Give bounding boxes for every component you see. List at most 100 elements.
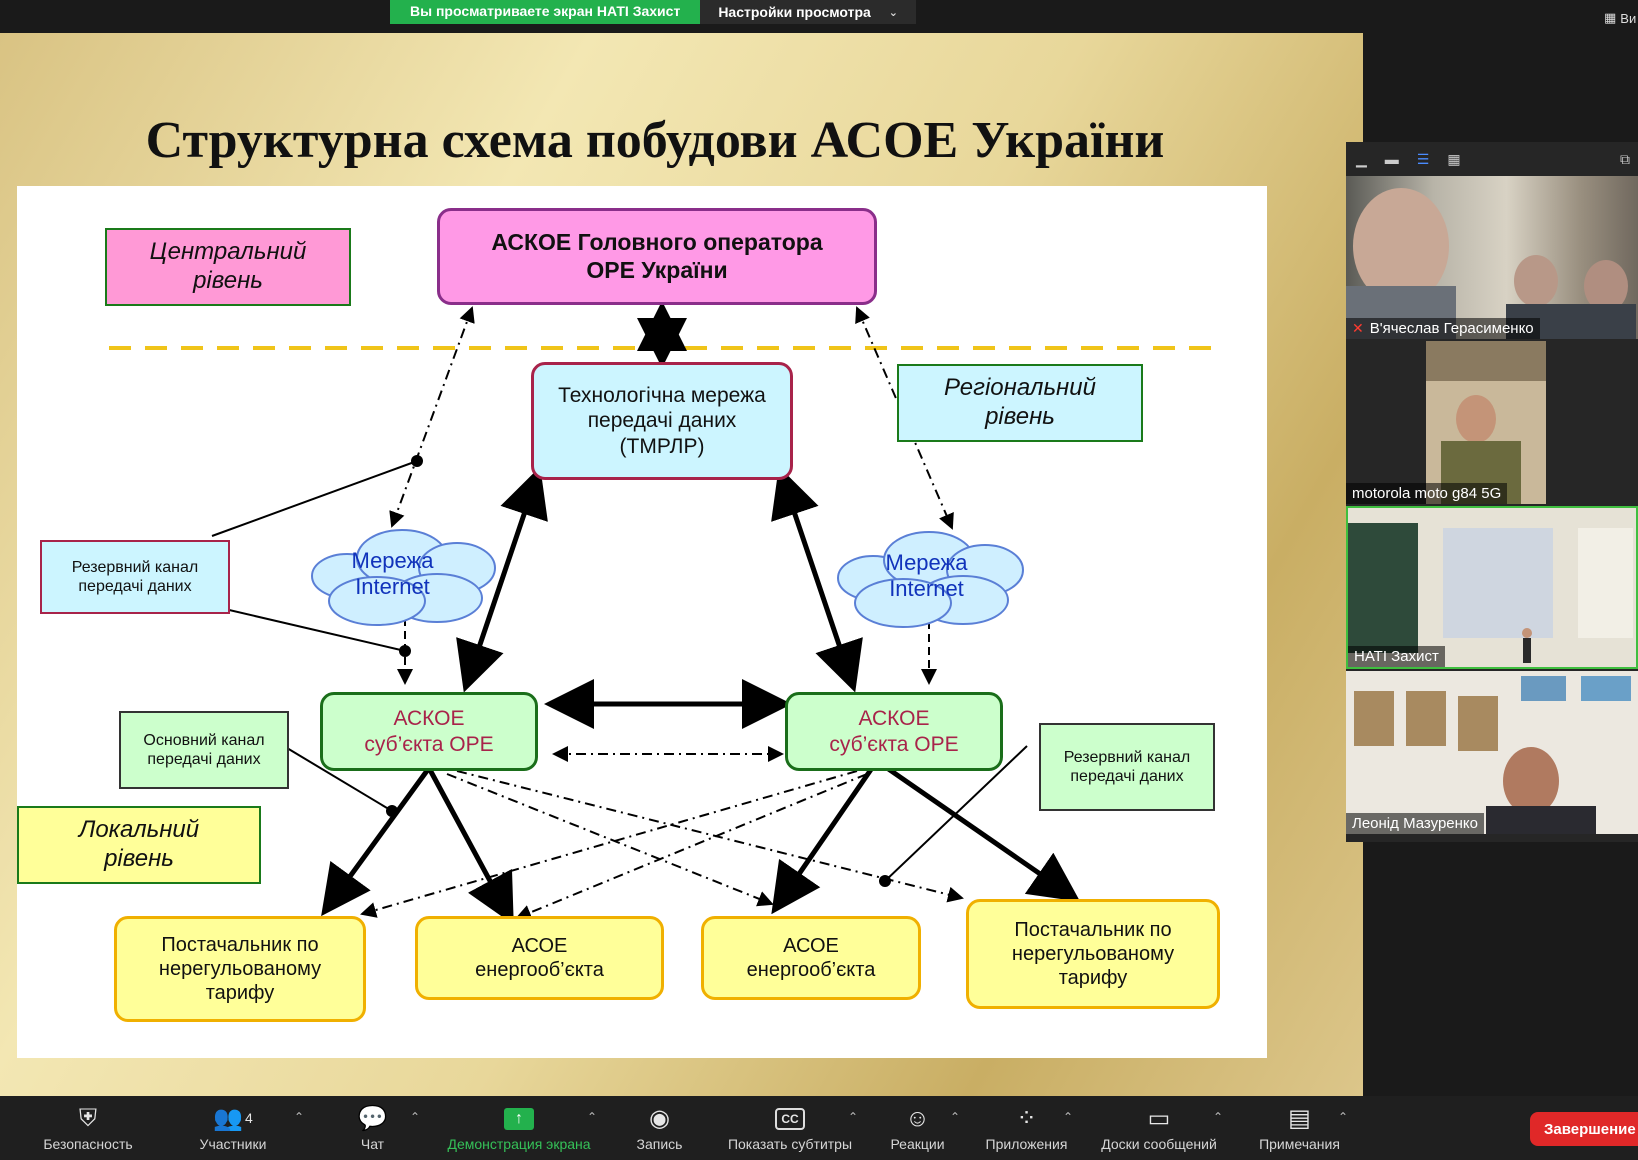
participant-video	[1348, 508, 1636, 667]
supplier-right-box: Постачальник по нерегульованому тарифу	[966, 899, 1220, 1009]
participants-label: Участники	[199, 1136, 267, 1152]
captions-button[interactable]: CC Показать субтитры	[720, 1096, 860, 1160]
notes-label: Примечания	[1259, 1136, 1340, 1152]
reactions-caret-icon[interactable]: ⌃	[950, 1110, 961, 1124]
main-channel-box: Основний канал передачі даних	[119, 711, 289, 789]
participants-count: 4	[245, 1110, 253, 1126]
shield-icon: ⛨	[79, 1105, 97, 1132]
participant-tile[interactable]: ✕ В'ячеслав Герасименко	[1346, 176, 1638, 339]
share-caret-icon[interactable]: ⌃	[587, 1110, 598, 1124]
link-subject-left-supplier-left	[321, 766, 432, 917]
emoji-icon: ☺	[905, 1105, 930, 1132]
pointer-main-channel	[286, 747, 393, 812]
apps-icon: ⁘	[1016, 1105, 1037, 1132]
viewing-indicator: Вы просматриваете экран НАТІ Захист	[390, 0, 701, 24]
boards-caret-icon[interactable]: ⌃	[1213, 1110, 1224, 1124]
chevron-down-icon: ⌄	[888, 6, 899, 19]
internet-cloud-right	[837, 531, 1024, 628]
link-subject-right-asoe-right	[771, 766, 875, 915]
shared-screen: Структурна схема побудови АСОЕ України	[0, 33, 1363, 1096]
participant-name: НАТІ Захист	[1354, 648, 1439, 665]
captions-icon-text: CC	[775, 1108, 805, 1130]
view-options-button[interactable]: Настройки просмотра ⌄	[700, 0, 917, 24]
pointer-backup-bottom	[211, 605, 406, 652]
notes-icon: ▤	[1288, 1105, 1311, 1132]
diagram-connectors	[109, 301, 1212, 925]
strip-view-icon[interactable]: ☰	[1416, 150, 1430, 167]
boards-label: Доски сообщений	[1101, 1136, 1217, 1152]
gallery-view-icon[interactable]: ▦	[1447, 150, 1461, 167]
record-label: Запись	[636, 1136, 683, 1152]
chat-button[interactable]: 💬 Чат	[350, 1096, 395, 1160]
link-subject-left-supplier-right	[456, 770, 964, 903]
local-level-label: Локальний рівень	[17, 806, 261, 884]
meeting-toolbar: ⛨ Безопасность 👥4 Участники ⌃ 💬 Чат ⌃ ↑ …	[0, 1096, 1638, 1160]
chat-icon: 💬	[357, 1105, 388, 1132]
grid-view-icon: ▦	[1604, 10, 1617, 25]
participants-button[interactable]: 👥4 Участники	[188, 1096, 278, 1160]
supplier-left-box: Постачальник по нерегульованому тарифу	[114, 916, 366, 1022]
structure-diagram: Центральний рівень Регіональний рівень Л…	[17, 186, 1267, 1058]
central-level-label: Центральний рівень	[105, 228, 351, 306]
notes-button[interactable]: ▤ Примечания	[1252, 1096, 1347, 1160]
view-options-label: Настройки просмотра	[718, 4, 871, 20]
participant-name: motorola moto g84 5G	[1352, 485, 1502, 502]
participant-video	[1346, 671, 1638, 834]
main-operator-box: АСКОЕ Головного оператора ОРЕ України	[437, 208, 877, 305]
participant-tile[interactable]: Леонід Мазуренко	[1346, 671, 1638, 834]
link-operator-internet-left	[389, 306, 475, 528]
notes-caret-icon[interactable]: ⌃	[1338, 1110, 1349, 1124]
link-tech-subject-left	[456, 466, 548, 693]
reactions-button[interactable]: ☺ Реакции	[885, 1096, 950, 1160]
internet-label-right: Мережа Internet	[885, 549, 968, 601]
participant-video	[1346, 188, 1636, 339]
apps-button[interactable]: ⁘ Приложения	[979, 1096, 1074, 1160]
subject-right-box: АСКОЕ суб’єкта ОРЕ	[785, 692, 1003, 771]
apps-caret-icon[interactable]: ⌃	[1063, 1110, 1074, 1124]
view-button[interactable]: ▦ Ви	[1604, 10, 1636, 26]
participant-name: Леонід Мазуренко	[1352, 815, 1478, 832]
security-label: Безопасность	[43, 1136, 133, 1152]
speaker-view-icon[interactable]: ▬	[1384, 151, 1399, 167]
end-meeting-button[interactable]: Завершение	[1530, 1112, 1638, 1146]
participants-caret-icon[interactable]: ⌃	[294, 1110, 305, 1124]
regional-level-label: Регіональний рівень	[897, 364, 1143, 442]
boards-button[interactable]: ▭ Доски сообщений	[1094, 1096, 1224, 1160]
share-screen-icon: ↑	[504, 1104, 534, 1134]
link-subject-right-supplier-left	[360, 770, 858, 918]
share-screen-button[interactable]: ↑ Демонстрация экрана	[437, 1096, 601, 1160]
link-subject-right-asoe-left	[515, 773, 868, 921]
link-subject-left-asoe-left	[426, 766, 514, 925]
share-banner: Вы просматриваете экран НАТІ Захист Наст…	[390, 0, 917, 24]
backup-channel-left-box: Резервний канал передачі даних	[40, 540, 230, 614]
participant-tile[interactable]: НАТІ Захист	[1346, 506, 1638, 669]
internet-label-left: Мережа Internet	[351, 547, 434, 599]
asoe-left-box: АСОЕ енергооб’єкта	[415, 916, 664, 1000]
backup-channel-right-box: Резервний канал передачі даних	[1039, 723, 1215, 811]
participants-gallery: ▁ ▬ ☰ ▦ ⧉ ✕ В'ячеслав Герасименко	[1346, 142, 1638, 842]
captions-icon: CC	[775, 1104, 805, 1134]
pop-out-icon[interactable]: ⧉	[1620, 150, 1630, 167]
asoe-right-box: АСОЕ енергооб’єкта	[701, 916, 921, 1000]
participant-name-tag: ✕ В'ячеслав Герасименко	[1346, 318, 1540, 339]
mic-off-icon: ✕	[1352, 320, 1364, 336]
participant-name: В'ячеслав Герасименко	[1369, 320, 1534, 337]
captions-caret-icon[interactable]: ⌃	[848, 1110, 859, 1124]
chat-caret-icon[interactable]: ⌃	[410, 1110, 421, 1124]
internet-cloud-left	[311, 529, 496, 626]
minimize-icon[interactable]: ▁	[1356, 150, 1367, 167]
participants-icon: 👥4	[213, 1105, 253, 1132]
apps-label: Приложения	[985, 1136, 1068, 1152]
pointer-backup-top	[211, 460, 418, 537]
security-button[interactable]: ⛨ Безопасность	[38, 1096, 138, 1160]
share-screen-label: Демонстрация экрана	[447, 1136, 591, 1152]
subject-left-box: АСКОЕ суб’єкта ОРЕ	[320, 692, 538, 771]
participant-name-tag: motorola moto g84 5G	[1346, 483, 1508, 504]
tech-network-box: Технологічна мережа передачі даних (ТМРЛ…	[531, 362, 793, 480]
chat-label: Чат	[360, 1136, 385, 1152]
participant-tile[interactable]: motorola moto g84 5G	[1346, 341, 1638, 504]
view-label: Ви	[1620, 10, 1637, 26]
captions-label: Показать субтитры	[727, 1136, 853, 1152]
record-button[interactable]: ◉ Запись	[627, 1096, 692, 1160]
